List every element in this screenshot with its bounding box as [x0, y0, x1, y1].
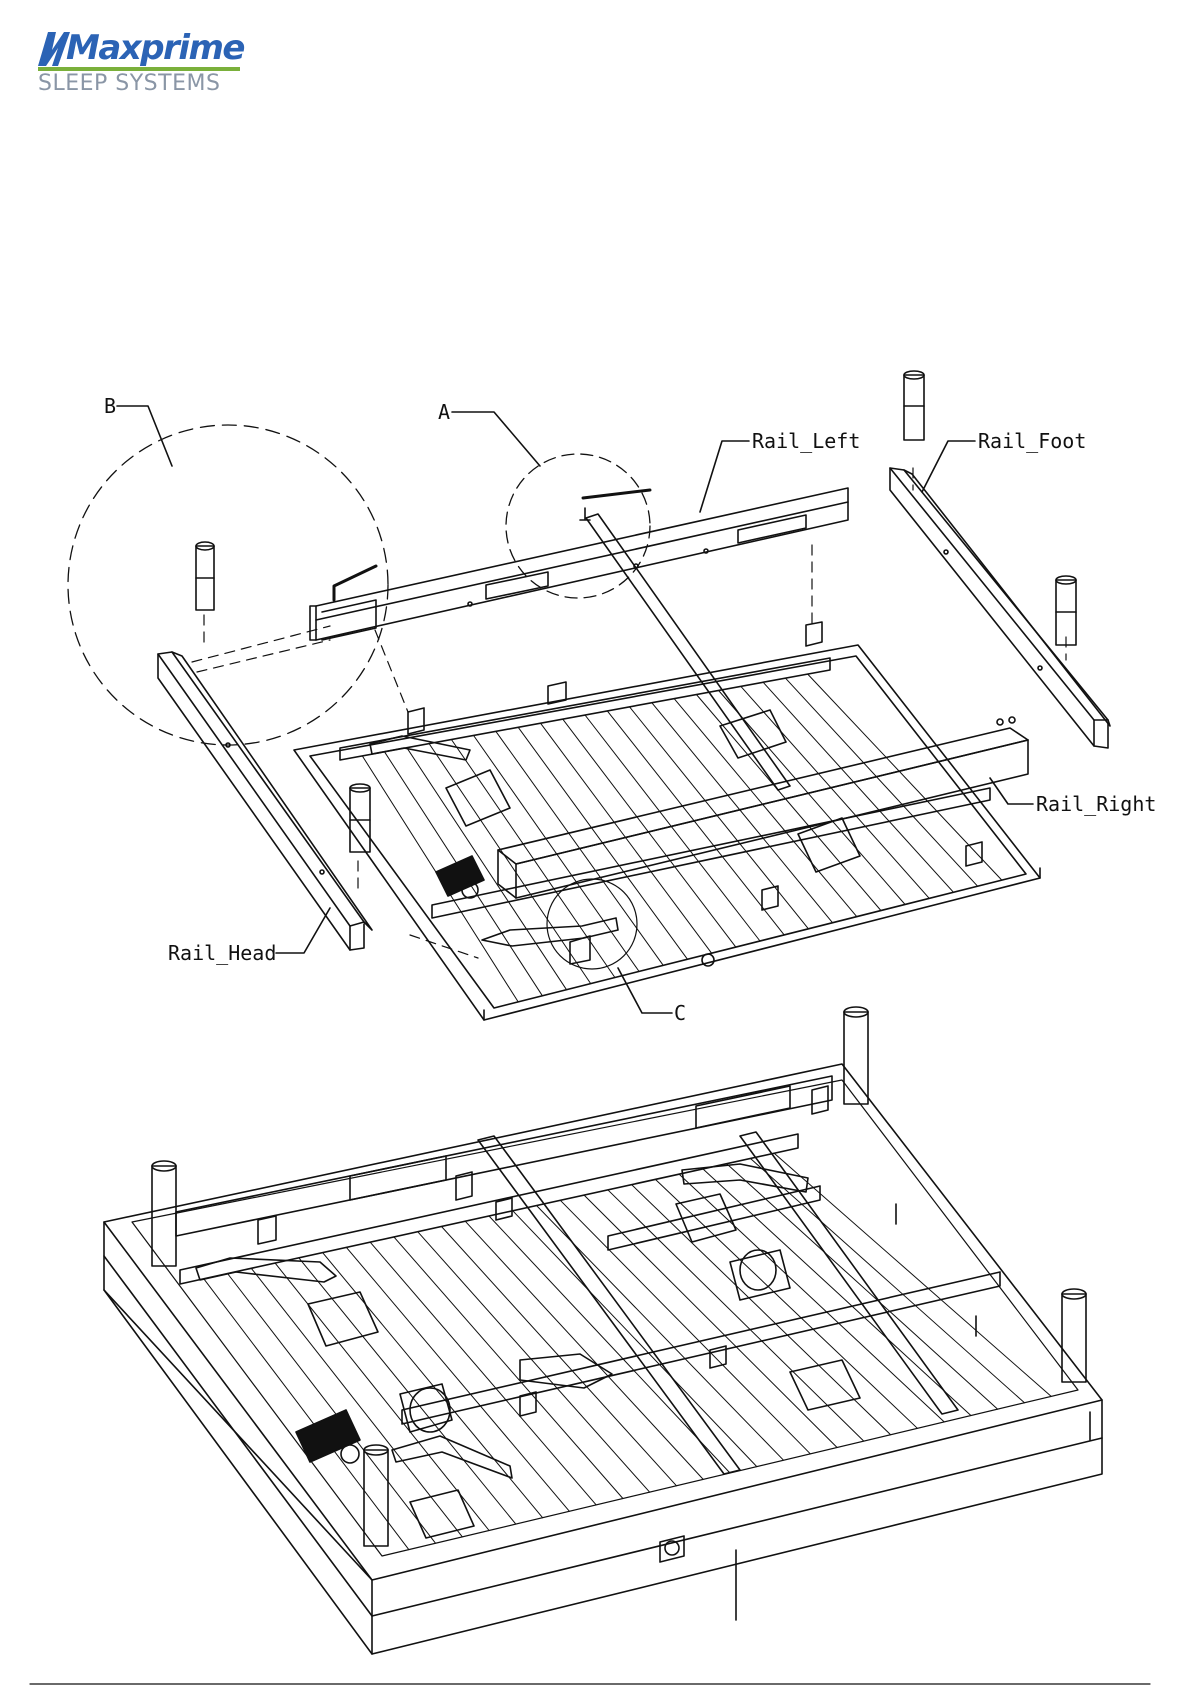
detail-circle-b	[68, 425, 388, 745]
allen-key-a	[583, 490, 650, 498]
leader-rail-head	[276, 908, 330, 953]
leader-rail-left	[700, 441, 749, 512]
assembled-frame-outline	[104, 1064, 1102, 1580]
assembled-leg-3	[1062, 1289, 1086, 1382]
label-b: B	[104, 395, 116, 417]
rail-right	[498, 717, 1028, 898]
leg-top-foot	[904, 371, 924, 440]
label-rail-head: Rail_Head	[168, 942, 276, 964]
assembled-leg-2	[844, 1007, 868, 1104]
label-rail-right: Rail_Right	[1036, 793, 1156, 815]
rail-foot	[890, 468, 1110, 748]
leg-head	[350, 784, 370, 852]
label-rail-left: Rail_Left	[752, 430, 860, 452]
base-frame-top	[294, 622, 1040, 1020]
label-rail-foot: Rail_Foot	[978, 430, 1086, 452]
leader-b	[117, 406, 172, 466]
screw-a	[580, 508, 590, 520]
rail-left	[310, 488, 848, 640]
assembled-view	[104, 1007, 1102, 1654]
leader-a	[452, 412, 540, 466]
alignment-dashes	[192, 468, 1066, 958]
label-a: A	[438, 401, 450, 423]
leg-b	[196, 542, 214, 610]
leg-mid-foot	[1056, 576, 1076, 645]
exploded-view	[68, 371, 1110, 1020]
leader-rail-foot	[922, 441, 975, 492]
label-c: C	[674, 1002, 686, 1024]
rail-head	[158, 652, 372, 950]
